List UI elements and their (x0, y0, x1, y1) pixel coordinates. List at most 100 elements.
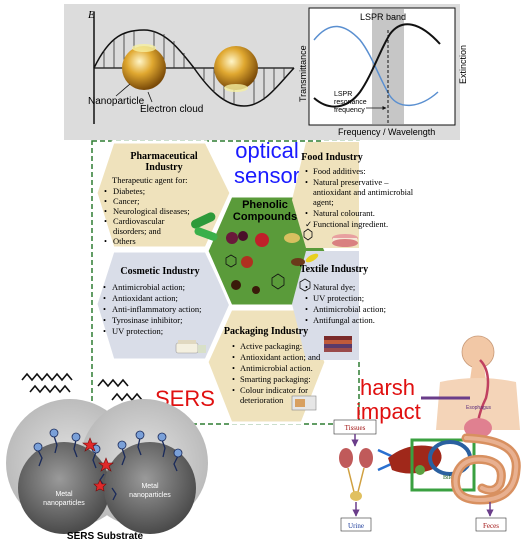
incident-light-wave (29, 384, 71, 394)
berry-icon (255, 233, 269, 247)
transmittance-label: Transmittance (298, 45, 308, 102)
lspr-freq-label-2: resonance (334, 99, 367, 106)
intestine-icon (451, 433, 521, 505)
cosmetic-item: Antimicrobial action; (112, 282, 185, 292)
cosmetic-bullet: • (103, 282, 106, 292)
neck (470, 366, 486, 380)
gallbladder-icon (415, 465, 425, 475)
macaron-icon (332, 234, 358, 247)
molecule-icon (271, 273, 285, 290)
pharma-text: Pharmaceutical Industry Therapeutic agen… (104, 151, 198, 246)
hex-textile-fill (292, 251, 359, 360)
pharma-item: Cancer; (113, 196, 139, 206)
textile-bullet: • (305, 315, 308, 325)
esophagus-tube (476, 359, 490, 423)
sine-wave (93, 29, 295, 107)
food-item: Natural colourant. (313, 208, 375, 218)
frequency-axis-label: Frequency / Wavelength (338, 127, 435, 137)
lspr-freq-label-3: frequency (334, 107, 365, 114)
liver-icon (388, 445, 442, 474)
scattered-light-wave (111, 392, 143, 402)
metal-label-right: Metal (141, 483, 159, 490)
textile-bullet: • (305, 293, 308, 303)
phenolic-center-content: Phenolic Compounds (225, 199, 319, 294)
human-figure (436, 335, 520, 438)
cosmetic-item: Antioxidant action; (112, 293, 178, 303)
pharma-bullet: • (104, 186, 107, 196)
nanoparticles-label-left: nanoparticles (43, 500, 85, 507)
electron-cloud-right (224, 84, 248, 92)
pharma-bullet: • (104, 206, 107, 216)
pharma-title-2: Industry (145, 162, 182, 173)
food-item: Functional ingredient. (313, 219, 388, 229)
torso (436, 378, 520, 430)
urine-label: Urine (348, 522, 364, 530)
analyte-molecules (82, 437, 114, 492)
electron-cloud-label: Electron cloud (140, 104, 203, 115)
ligand-heads (33, 428, 183, 458)
packaging-item: Colour indicator for (240, 385, 308, 395)
feces-label: Feces (483, 522, 499, 530)
lspr-graph: LSPR band Transmittance Extinction LSPR … (298, 7, 468, 137)
enterohepatic-loop (410, 438, 476, 492)
harsh-impact-section: harsh impact Esophagus Tissues Urine (333, 335, 521, 532)
cosmetic-item: Anti-inflammatory action; (112, 304, 201, 314)
electron-cloud-pointer (147, 91, 153, 103)
textile-bullet: • (305, 282, 308, 292)
scattered-light-wave (97, 378, 129, 388)
metal-label-left: Metal (55, 491, 73, 498)
food-bullet: • (305, 166, 308, 176)
textile-item: Antimicrobial action; (313, 304, 386, 314)
food-item: agent; (313, 197, 334, 207)
pharma-bullet: • (104, 216, 107, 226)
pharma-bullet: • (104, 196, 107, 206)
optical-sensor-line1: optical (235, 138, 299, 163)
food-item: antioxidant and antimicrobial (313, 187, 414, 197)
nanoparticles-label-right: nanoparticles (129, 492, 171, 499)
sers-section: SERS Metal nanoparticles (6, 372, 215, 542)
pharma-item: Neurological diseases; (113, 206, 190, 216)
incident-light-wave (21, 372, 73, 382)
cream-jar-icon (175, 340, 206, 354)
nanoparticle-right (214, 46, 258, 90)
apple-icon (241, 256, 253, 268)
grape-icon (238, 231, 248, 241)
transmittance-curve (313, 25, 439, 106)
phenolic-applications-panel: Pharmaceutical Industry Therapeutic agen… (91, 140, 414, 425)
food-text: Food Industry • Food additives: • Natura… (301, 152, 413, 229)
kidney-icon (339, 448, 373, 501)
cocoa-icon (252, 286, 260, 294)
cosmetic-bullet: • (103, 304, 106, 314)
textile-item: Antifungal action. (313, 315, 375, 325)
feces-box (475, 517, 507, 532)
stomach-icon (464, 418, 492, 438)
cosmetic-title: Cosmetic Industry (120, 266, 199, 277)
hex-food-fill (292, 142, 359, 248)
packaging-title: Packaging Industry (224, 326, 308, 337)
packaging-item: deterioration (240, 395, 284, 405)
grape-icon (226, 232, 238, 244)
packaging-bullet: • (232, 385, 235, 395)
fabric-stack-icon (324, 336, 352, 352)
cosmetic-item: Tyrosinase inhibitor; (112, 315, 182, 325)
molecule-icon (299, 278, 311, 292)
electron-cloud-left (132, 44, 156, 52)
packaging-item: Active packaging: (240, 341, 302, 351)
head-icon (461, 335, 495, 369)
packaging-item: Antimicrobial action. (240, 363, 313, 373)
pharma-bullet: • (104, 236, 107, 246)
pharma-item: disorders; and (113, 226, 162, 236)
optical-sensor-line2: sensor (234, 163, 300, 188)
metal-nanoparticle-core-right (104, 442, 196, 534)
packaging-bullet: • (232, 352, 235, 362)
cocoa-icon (231, 280, 241, 290)
cosmetic-bullet: • (103, 293, 106, 303)
fruit-icon (284, 233, 300, 243)
textile-text: Textile Industry • Natural dye; • UV pro… (300, 264, 386, 325)
center-title-2: Compounds (233, 211, 297, 223)
banana-icon (305, 253, 319, 263)
bean-icon (291, 258, 305, 266)
food-item: Food additives: (313, 166, 366, 176)
packaging-item: Antioxidant action; and (240, 352, 321, 362)
electric-field-illustration: E Nanoparticle Electron cloud (87, 9, 295, 124)
